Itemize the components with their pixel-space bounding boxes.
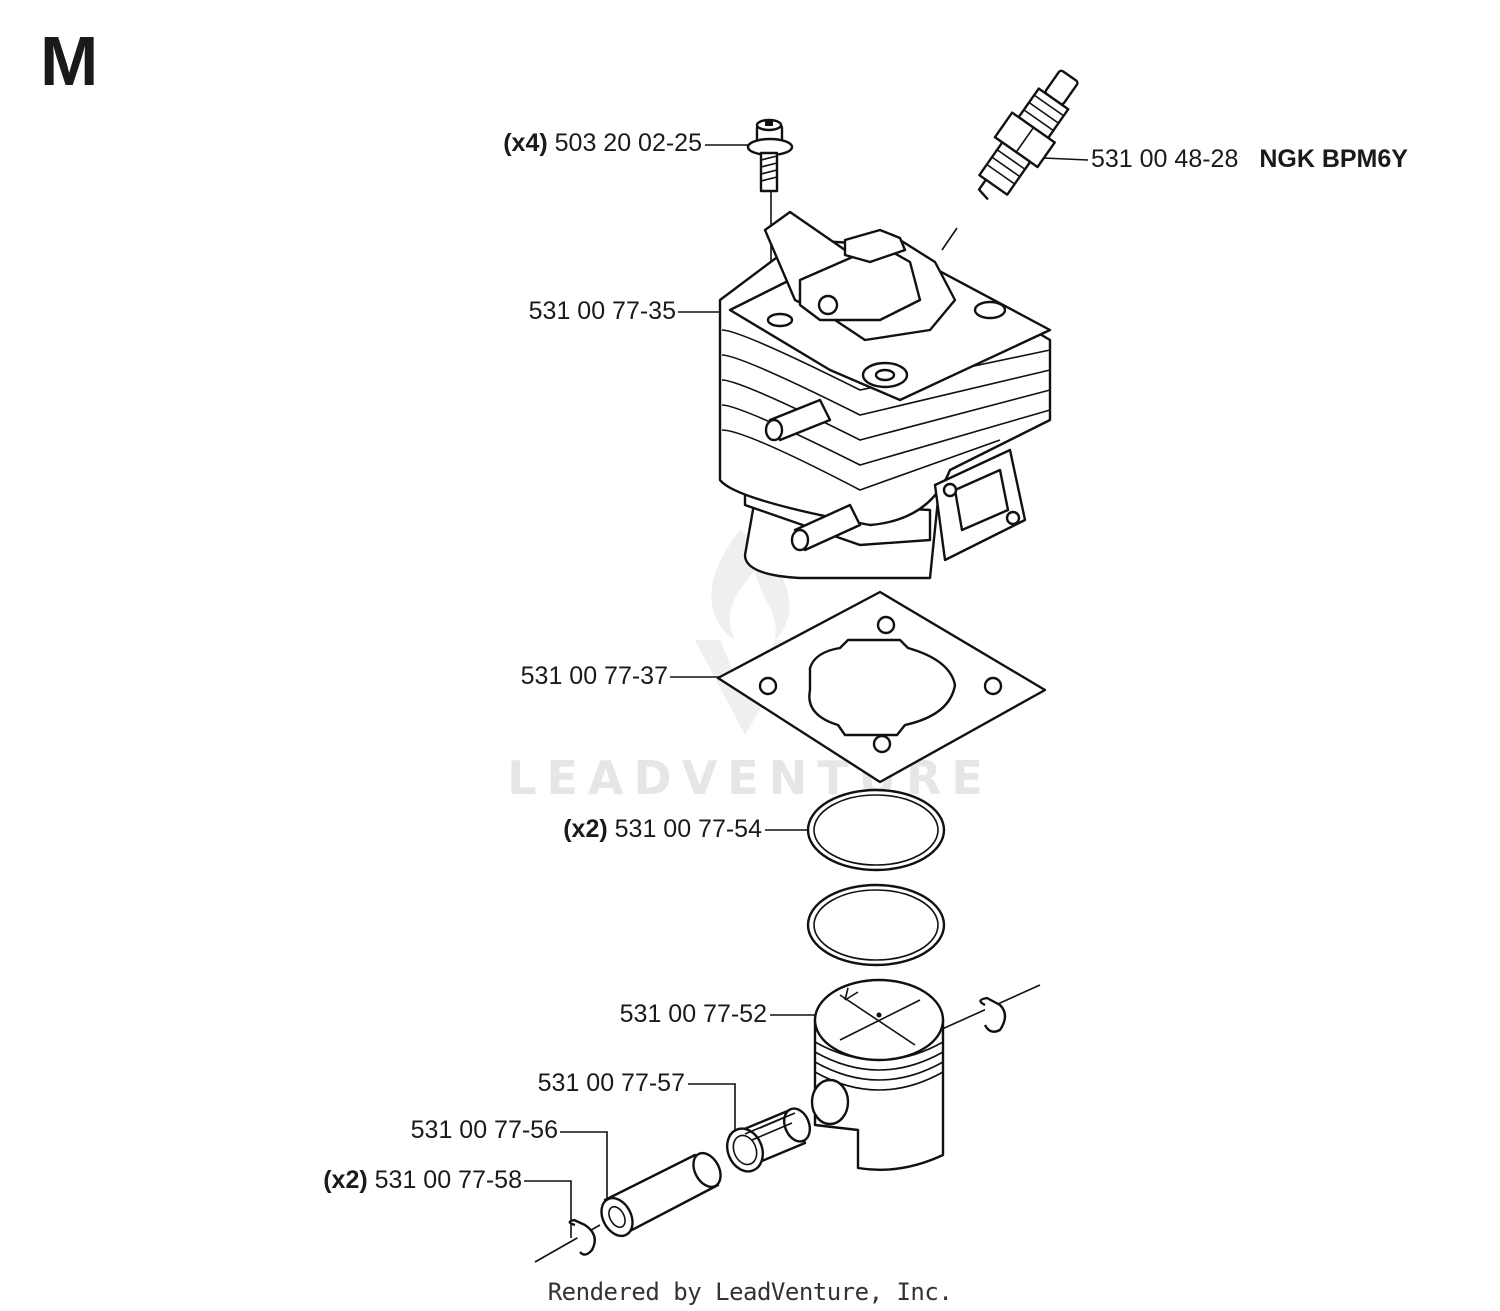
cylinder-gasket-icon (716, 590, 1047, 784)
label-spark-plug: 531 00 48-28 NGK BPM6Y (1091, 147, 1408, 172)
label-cylinder: 531 00 77-35 (400, 299, 676, 324)
label-spark-plug-number: 531 00 48-28 (1091, 145, 1239, 173)
label-piston-ring-number: 531 00 77-54 (614, 815, 762, 843)
section-letter: M (40, 22, 99, 100)
label-circlip-number: 531 00 77-58 (374, 1166, 522, 1194)
label-bolt-number: 503 20 02-25 (554, 129, 702, 157)
circlip-icon (568, 1218, 596, 1256)
label-cylinder-number: 531 00 77-35 (528, 297, 676, 325)
label-piston-pin: 531 00 77-56 (280, 1118, 558, 1143)
label-circlip-qty: (x2) (323, 1166, 368, 1194)
label-piston-pin-number: 531 00 77-56 (410, 1116, 558, 1144)
piston-ring-icon (806, 788, 946, 967)
footer-credit: Rendered by LeadVenture, Inc. (547, 1278, 953, 1306)
spark-plug-icon (977, 69, 1079, 201)
label-piston-ring-qty: (x2) (563, 815, 608, 843)
cylinder-icon (718, 210, 1052, 580)
label-gasket: 531 00 77-37 (390, 664, 668, 689)
leader-lines (524, 144, 1089, 1263)
label-bolt: (x4) 503 20 02-25 (410, 131, 702, 156)
label-bolt-qty: (x4) (503, 129, 548, 157)
label-piston-ring: (x2) 531 00 77-54 (440, 817, 762, 842)
label-needle-bearing: 531 00 77-57 (408, 1071, 685, 1096)
needle-bearing-icon (726, 1107, 812, 1173)
label-piston-number: 531 00 77-52 (619, 1000, 767, 1028)
piston-icon (810, 978, 1007, 1171)
bolt-icon (746, 118, 794, 193)
label-piston: 531 00 77-52 (490, 1002, 767, 1027)
label-spark-plug-note: NGK BPM6Y (1259, 145, 1408, 173)
label-circlip: (x2) 531 00 77-58 (200, 1168, 522, 1193)
label-gasket-number: 531 00 77-37 (520, 662, 668, 690)
piston-pin-icon (600, 1151, 722, 1238)
label-needle-bearing-number: 531 00 77-57 (537, 1069, 685, 1097)
